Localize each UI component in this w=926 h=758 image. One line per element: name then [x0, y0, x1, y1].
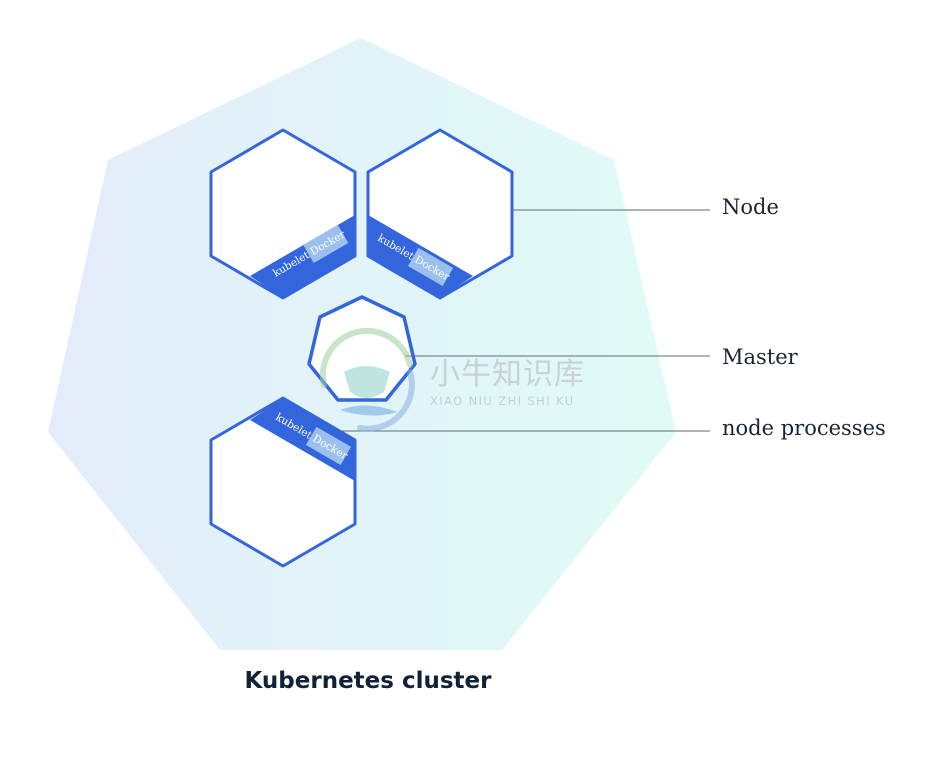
node-callout: Node: [722, 195, 779, 219]
docker-box: [407, 247, 454, 287]
worker-node-top-right: kubelet Docker: [366, 128, 514, 300]
docker-box: [303, 224, 349, 264]
node-processes-callout: node processes: [722, 416, 886, 440]
worker-node-top-left: kubelet Docker: [209, 128, 357, 300]
node-process-band: [250, 398, 355, 481]
cluster-title: Kubernetes cluster: [245, 668, 493, 694]
watermark-latin: XIAO NIU ZHI SHI KU: [430, 394, 575, 408]
watermark: 小牛知识库 XIAO NIU ZHI SHI KU: [319, 327, 585, 432]
master-callout: Master: [722, 345, 799, 369]
watermark-logo: [319, 327, 415, 432]
watermark-chinese: 小牛知识库: [430, 357, 585, 392]
worker-node-bottom: kubelet Docker: [209, 396, 357, 568]
docker-box: [305, 426, 352, 466]
